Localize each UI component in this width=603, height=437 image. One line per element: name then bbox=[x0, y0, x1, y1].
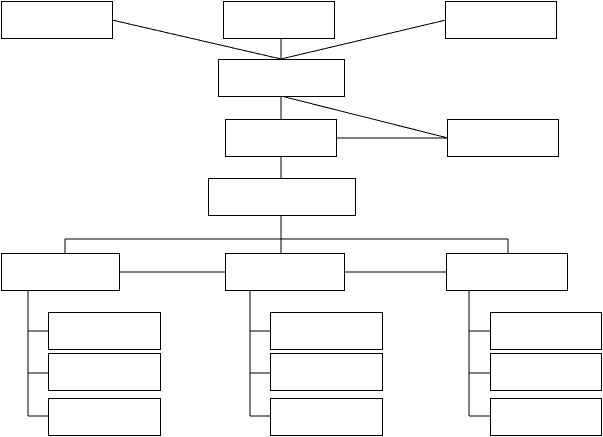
connector-top-right-to-level2 bbox=[280, 19, 447, 60]
node-level3 bbox=[225, 119, 337, 157]
node-leaf-left-1 bbox=[48, 312, 161, 350]
node-branch-right bbox=[446, 253, 568, 291]
node-leaf-left-2 bbox=[48, 353, 161, 391]
node-branch-middle bbox=[225, 253, 345, 291]
node-level4 bbox=[208, 178, 356, 216]
node-top-right bbox=[445, 1, 557, 39]
node-leaf-middle-1 bbox=[270, 312, 383, 350]
node-top-left bbox=[1, 1, 113, 39]
node-branch-left bbox=[1, 253, 120, 291]
connector-level2-to-side bbox=[280, 95, 449, 139]
node-leaf-right-3 bbox=[490, 398, 602, 436]
node-leaf-middle-3 bbox=[270, 398, 383, 436]
node-leaf-right-2 bbox=[490, 353, 602, 391]
node-level2 bbox=[218, 59, 345, 97]
node-leaf-left-3 bbox=[48, 398, 161, 436]
node-level3-side bbox=[447, 119, 559, 157]
node-leaf-right-1 bbox=[490, 312, 602, 350]
node-leaf-middle-2 bbox=[270, 353, 383, 391]
node-top-center bbox=[223, 1, 335, 39]
connector-top-left-to-level2 bbox=[111, 19, 282, 60]
